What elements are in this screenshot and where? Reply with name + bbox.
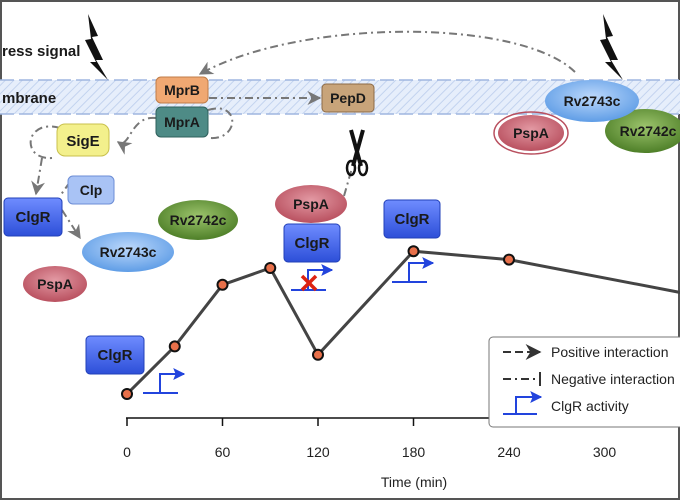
clp-box — [67, 175, 115, 205]
pspa-ellipse — [498, 115, 564, 151]
clp-label: Clp — [80, 182, 103, 198]
legend-negative-label: Negative interaction — [551, 371, 675, 387]
mpra-label: MprA — [164, 114, 200, 130]
data-point — [121, 388, 133, 400]
x-axis-label: Time (min) — [381, 474, 447, 490]
x-tick-label: 240 — [497, 444, 521, 460]
data-point — [264, 262, 277, 274]
promoter-icon — [143, 374, 184, 394]
clgr-box — [283, 223, 341, 263]
rv2742c-ellipse — [158, 200, 238, 240]
pspa-outline — [493, 111, 569, 155]
time-series-chart — [121, 245, 680, 400]
clgr-box — [383, 199, 441, 239]
pspa-ellipse — [23, 266, 87, 302]
lightning-bolt-icon — [600, 14, 623, 80]
promoter-icon — [392, 263, 433, 283]
inhibit-cross-icon — [300, 274, 318, 292]
x-tick-label: 180 — [402, 444, 426, 460]
mprb-box — [155, 76, 209, 104]
pspa-to-pepd-line — [343, 167, 353, 197]
mpra-self-loop — [207, 107, 234, 140]
legend-activity-label: ClgR activity — [551, 398, 629, 414]
pepd-label: PepD — [330, 90, 366, 106]
membrane-label: mbrane — [2, 90, 56, 107]
clgr-label: ClgR — [295, 235, 330, 252]
clgr-to-rv2743c-arrow — [61, 209, 81, 240]
sige-label: SigE — [66, 133, 99, 150]
clgr-label: ClgR — [395, 211, 430, 228]
promoter-legend-icon — [503, 397, 541, 415]
lightning-bolt-icon — [85, 14, 108, 80]
negative-interaction-arc — [198, 30, 576, 75]
pspa-label: PspA — [293, 196, 329, 212]
data-point — [216, 278, 229, 291]
x-tick-label: 300 — [593, 444, 617, 460]
x-tick-label: 60 — [215, 444, 231, 460]
data-point — [168, 340, 181, 353]
rv2743c-label: Rv2743c — [564, 93, 621, 109]
sige-box — [56, 123, 110, 157]
x-axis-ticks: 0 60 120 180 240 300 — [123, 418, 616, 460]
clgr-label: ClgR — [98, 347, 133, 364]
data-point — [407, 245, 420, 258]
pspa-label: PspA — [513, 125, 549, 141]
pepd-box — [321, 83, 375, 113]
x-tick-label: 0 — [123, 444, 131, 460]
series-line — [125, 249, 680, 396]
pspa-ellipse — [275, 185, 347, 223]
sige-to-clgr-arrow — [31, 157, 45, 196]
scissors-icon — [345, 129, 369, 177]
rv2742c-label: Rv2742c — [620, 123, 677, 139]
mprb-label: MprB — [164, 82, 200, 98]
clgr-box — [85, 335, 145, 375]
stress-signal-label: ress signal — [2, 43, 80, 60]
clgr-box — [3, 197, 63, 237]
rv2743c-label: Rv2743c — [100, 244, 157, 260]
rv2742c-label: Rv2742c — [170, 212, 227, 228]
mpra-box — [155, 106, 209, 138]
rv2743c-ellipse — [545, 80, 639, 122]
clgr-label: ClgR — [16, 209, 51, 226]
mpra-to-sige-arrow — [116, 116, 157, 155]
data-point — [312, 348, 324, 361]
x-tick-label: 120 — [306, 444, 330, 460]
rv2743c-ellipse — [82, 232, 174, 272]
legend-positive-label: Positive interaction — [551, 344, 669, 360]
rv2742c-ellipse — [605, 109, 680, 153]
sige-self-loop — [29, 125, 61, 160]
pspa-label: PspA — [37, 276, 73, 292]
data-point — [503, 253, 515, 266]
